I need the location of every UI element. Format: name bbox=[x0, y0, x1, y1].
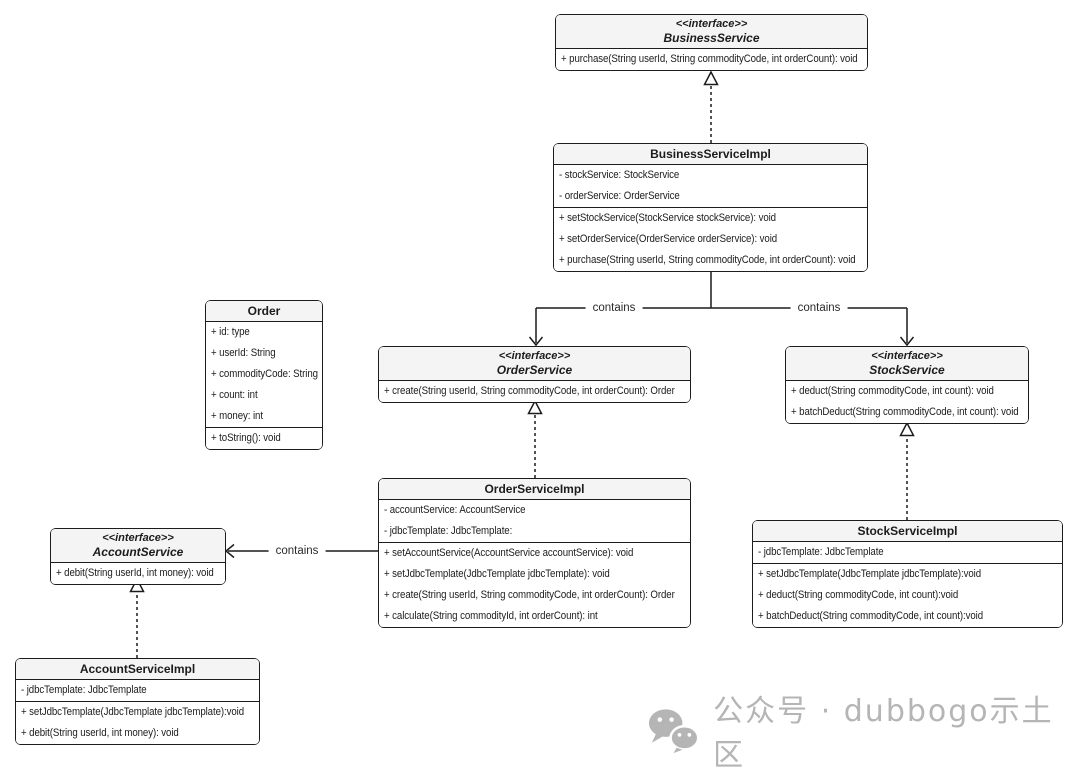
class-name: BusinessServiceImpl bbox=[650, 147, 771, 161]
triangle-arrowhead bbox=[129, 577, 145, 593]
arrowhead-down bbox=[528, 336, 544, 347]
uml-method: + purchase(String userId, String commodi… bbox=[561, 53, 858, 65]
triangle-arrowhead bbox=[899, 421, 915, 437]
uml-method: + purchase(String userId, String commodi… bbox=[559, 254, 856, 266]
arrowhead-left bbox=[224, 543, 235, 559]
watermark: 公众号 · dubbogo示土区 bbox=[646, 686, 1080, 774]
uml-method: + setJdbcTemplate(JdbcTemplate jdbcTempl… bbox=[758, 568, 982, 580]
uml-attribute: + commodityCode: String bbox=[211, 368, 318, 380]
class-header: <<interface>> AccountService bbox=[51, 529, 225, 563]
uml-method: + batchDeduct(String commodityCode, int … bbox=[758, 610, 983, 622]
methods-section: + setJdbcTemplate(JdbcTemplate jdbcTempl… bbox=[16, 701, 259, 744]
methods-section: + deduct(String commodityCode, int count… bbox=[786, 381, 1028, 423]
uml-method: + debit(String userId, int money): void bbox=[56, 567, 214, 579]
class-name: StockService bbox=[869, 363, 945, 377]
class-header: BusinessServiceImpl bbox=[554, 144, 867, 165]
class-name: AccountService bbox=[92, 545, 184, 559]
class-header: AccountServiceImpl bbox=[16, 659, 259, 680]
triangle-arrowhead bbox=[527, 399, 543, 415]
class-name: OrderService bbox=[496, 363, 573, 377]
triangle-arrowhead bbox=[703, 70, 719, 86]
class-box-businessservice: <<interface>> BusinessService + purchase… bbox=[555, 14, 868, 71]
uml-method: + deduct(String commodityCode, int count… bbox=[791, 385, 994, 397]
uml-method: + setJdbcTemplate(JdbcTemplate jdbcTempl… bbox=[384, 568, 610, 580]
attributes-section: - jdbcTemplate: JdbcTemplate bbox=[753, 542, 1062, 563]
class-box-orderserviceimpl: OrderServiceImpl - accountService: Accou… bbox=[378, 478, 691, 628]
uml-attribute: - accountService: AccountService bbox=[384, 504, 526, 516]
class-name: OrderServiceImpl bbox=[484, 482, 585, 496]
uml-attribute: - jdbcTemplate: JdbcTemplate bbox=[758, 546, 884, 558]
uml-attribute: + userId: String bbox=[211, 347, 276, 359]
contains-label-account: contains bbox=[268, 545, 326, 557]
uml-attribute: - jdbcTemplate: JdbcTemplate bbox=[21, 684, 147, 696]
class-header: StockServiceImpl bbox=[753, 521, 1062, 542]
class-box-stockservice: <<interface>> StockService + deduct(Stri… bbox=[785, 346, 1029, 424]
class-name: AccountServiceImpl bbox=[79, 662, 196, 676]
uml-method: + batchDeduct(String commodityCode, int … bbox=[791, 406, 1019, 418]
class-header: <<interface>> StockService bbox=[786, 347, 1028, 381]
methods-section: + setStockService(StockService stockServ… bbox=[554, 207, 867, 271]
class-header: <<interface>> BusinessService bbox=[556, 15, 867, 49]
class-name: Order bbox=[247, 304, 281, 318]
contains-tree-line bbox=[535, 268, 908, 343]
uml-method: + create(String userId, String commodity… bbox=[384, 385, 675, 397]
wechat-icon bbox=[648, 709, 700, 754]
methods-section: + toString(): void bbox=[206, 427, 322, 449]
uml-method: + debit(String userId, int money): void bbox=[21, 727, 179, 739]
uml-attribute: + count: int bbox=[211, 389, 258, 401]
uml-method: + deduct(String commodityCode, int count… bbox=[758, 589, 959, 601]
uml-attribute: + money: int bbox=[211, 410, 263, 422]
stereotype-label: <<interface>> bbox=[102, 532, 174, 544]
arrowhead-down bbox=[899, 336, 915, 347]
class-box-order: Order + id: type + userId: String + comm… bbox=[205, 300, 323, 450]
class-box-orderservice: <<interface>> OrderService + create(Stri… bbox=[378, 346, 691, 403]
methods-section: + create(String userId, String commodity… bbox=[379, 381, 690, 402]
stereotype-label: <<interface>> bbox=[871, 350, 943, 362]
attributes-section: - jdbcTemplate: JdbcTemplate bbox=[16, 680, 259, 701]
uml-method: + create(String userId, String commodity… bbox=[384, 589, 675, 601]
class-name: StockServiceImpl bbox=[857, 524, 958, 538]
uml-method: + setOrderService(OrderService orderServ… bbox=[559, 233, 778, 245]
class-box-stockserviceimpl: StockServiceImpl - jdbcTemplate: JdbcTem… bbox=[752, 520, 1063, 628]
attributes-section: + id: type + userId: String + commodityC… bbox=[206, 322, 322, 427]
class-box-businessserviceimpl: BusinessServiceImpl - stockService: Stoc… bbox=[553, 143, 868, 272]
stereotype-label: <<interface>> bbox=[675, 18, 748, 30]
class-header: Order bbox=[206, 301, 322, 322]
watermark-text: 公众号 · dubbogo示土区 bbox=[713, 694, 1054, 773]
methods-section: + purchase(String userId, String commodi… bbox=[556, 49, 867, 70]
uml-method: + calculate(String commodityId, int orde… bbox=[384, 610, 598, 622]
uml-method: + toString(): void bbox=[211, 432, 281, 444]
contains-label-stock: contains bbox=[790, 302, 848, 314]
uml-attribute: + id: type bbox=[211, 326, 250, 338]
methods-section: + setAccountService(AccountService accou… bbox=[379, 542, 690, 627]
uml-attribute: - jdbcTemplate: JdbcTemplate: bbox=[384, 525, 513, 537]
class-name: BusinessService bbox=[663, 31, 760, 45]
contains-label-order: contains bbox=[585, 302, 643, 314]
uml-attribute: - orderService: OrderService bbox=[559, 190, 680, 202]
stereotype-label: <<interface>> bbox=[498, 350, 571, 362]
attributes-section: - accountService: AccountService - jdbcT… bbox=[379, 500, 690, 542]
uml-method: + setAccountService(AccountService accou… bbox=[384, 547, 634, 559]
uml-attribute: - stockService: StockService bbox=[559, 169, 680, 181]
uml-method: + setStockService(StockService stockServ… bbox=[559, 212, 776, 224]
class-box-accountserviceimpl: AccountServiceImpl - jdbcTemplate: JdbcT… bbox=[15, 658, 260, 745]
methods-section: + setJdbcTemplate(JdbcTemplate jdbcTempl… bbox=[753, 563, 1062, 627]
uml-method: + setJdbcTemplate(JdbcTemplate jdbcTempl… bbox=[21, 706, 245, 718]
attributes-section: - stockService: StockService - orderServ… bbox=[554, 165, 867, 207]
diagram-connectors bbox=[129, 70, 915, 658]
class-header: OrderServiceImpl bbox=[379, 479, 690, 500]
class-header: <<interface>> OrderService bbox=[379, 347, 690, 381]
class-box-accountservice: <<interface>> AccountService + debit(Str… bbox=[50, 528, 226, 585]
uml-class-diagram: contains contains contains <<interface>>… bbox=[15, 14, 1063, 773]
methods-section: + debit(String userId, int money): void bbox=[51, 563, 225, 584]
